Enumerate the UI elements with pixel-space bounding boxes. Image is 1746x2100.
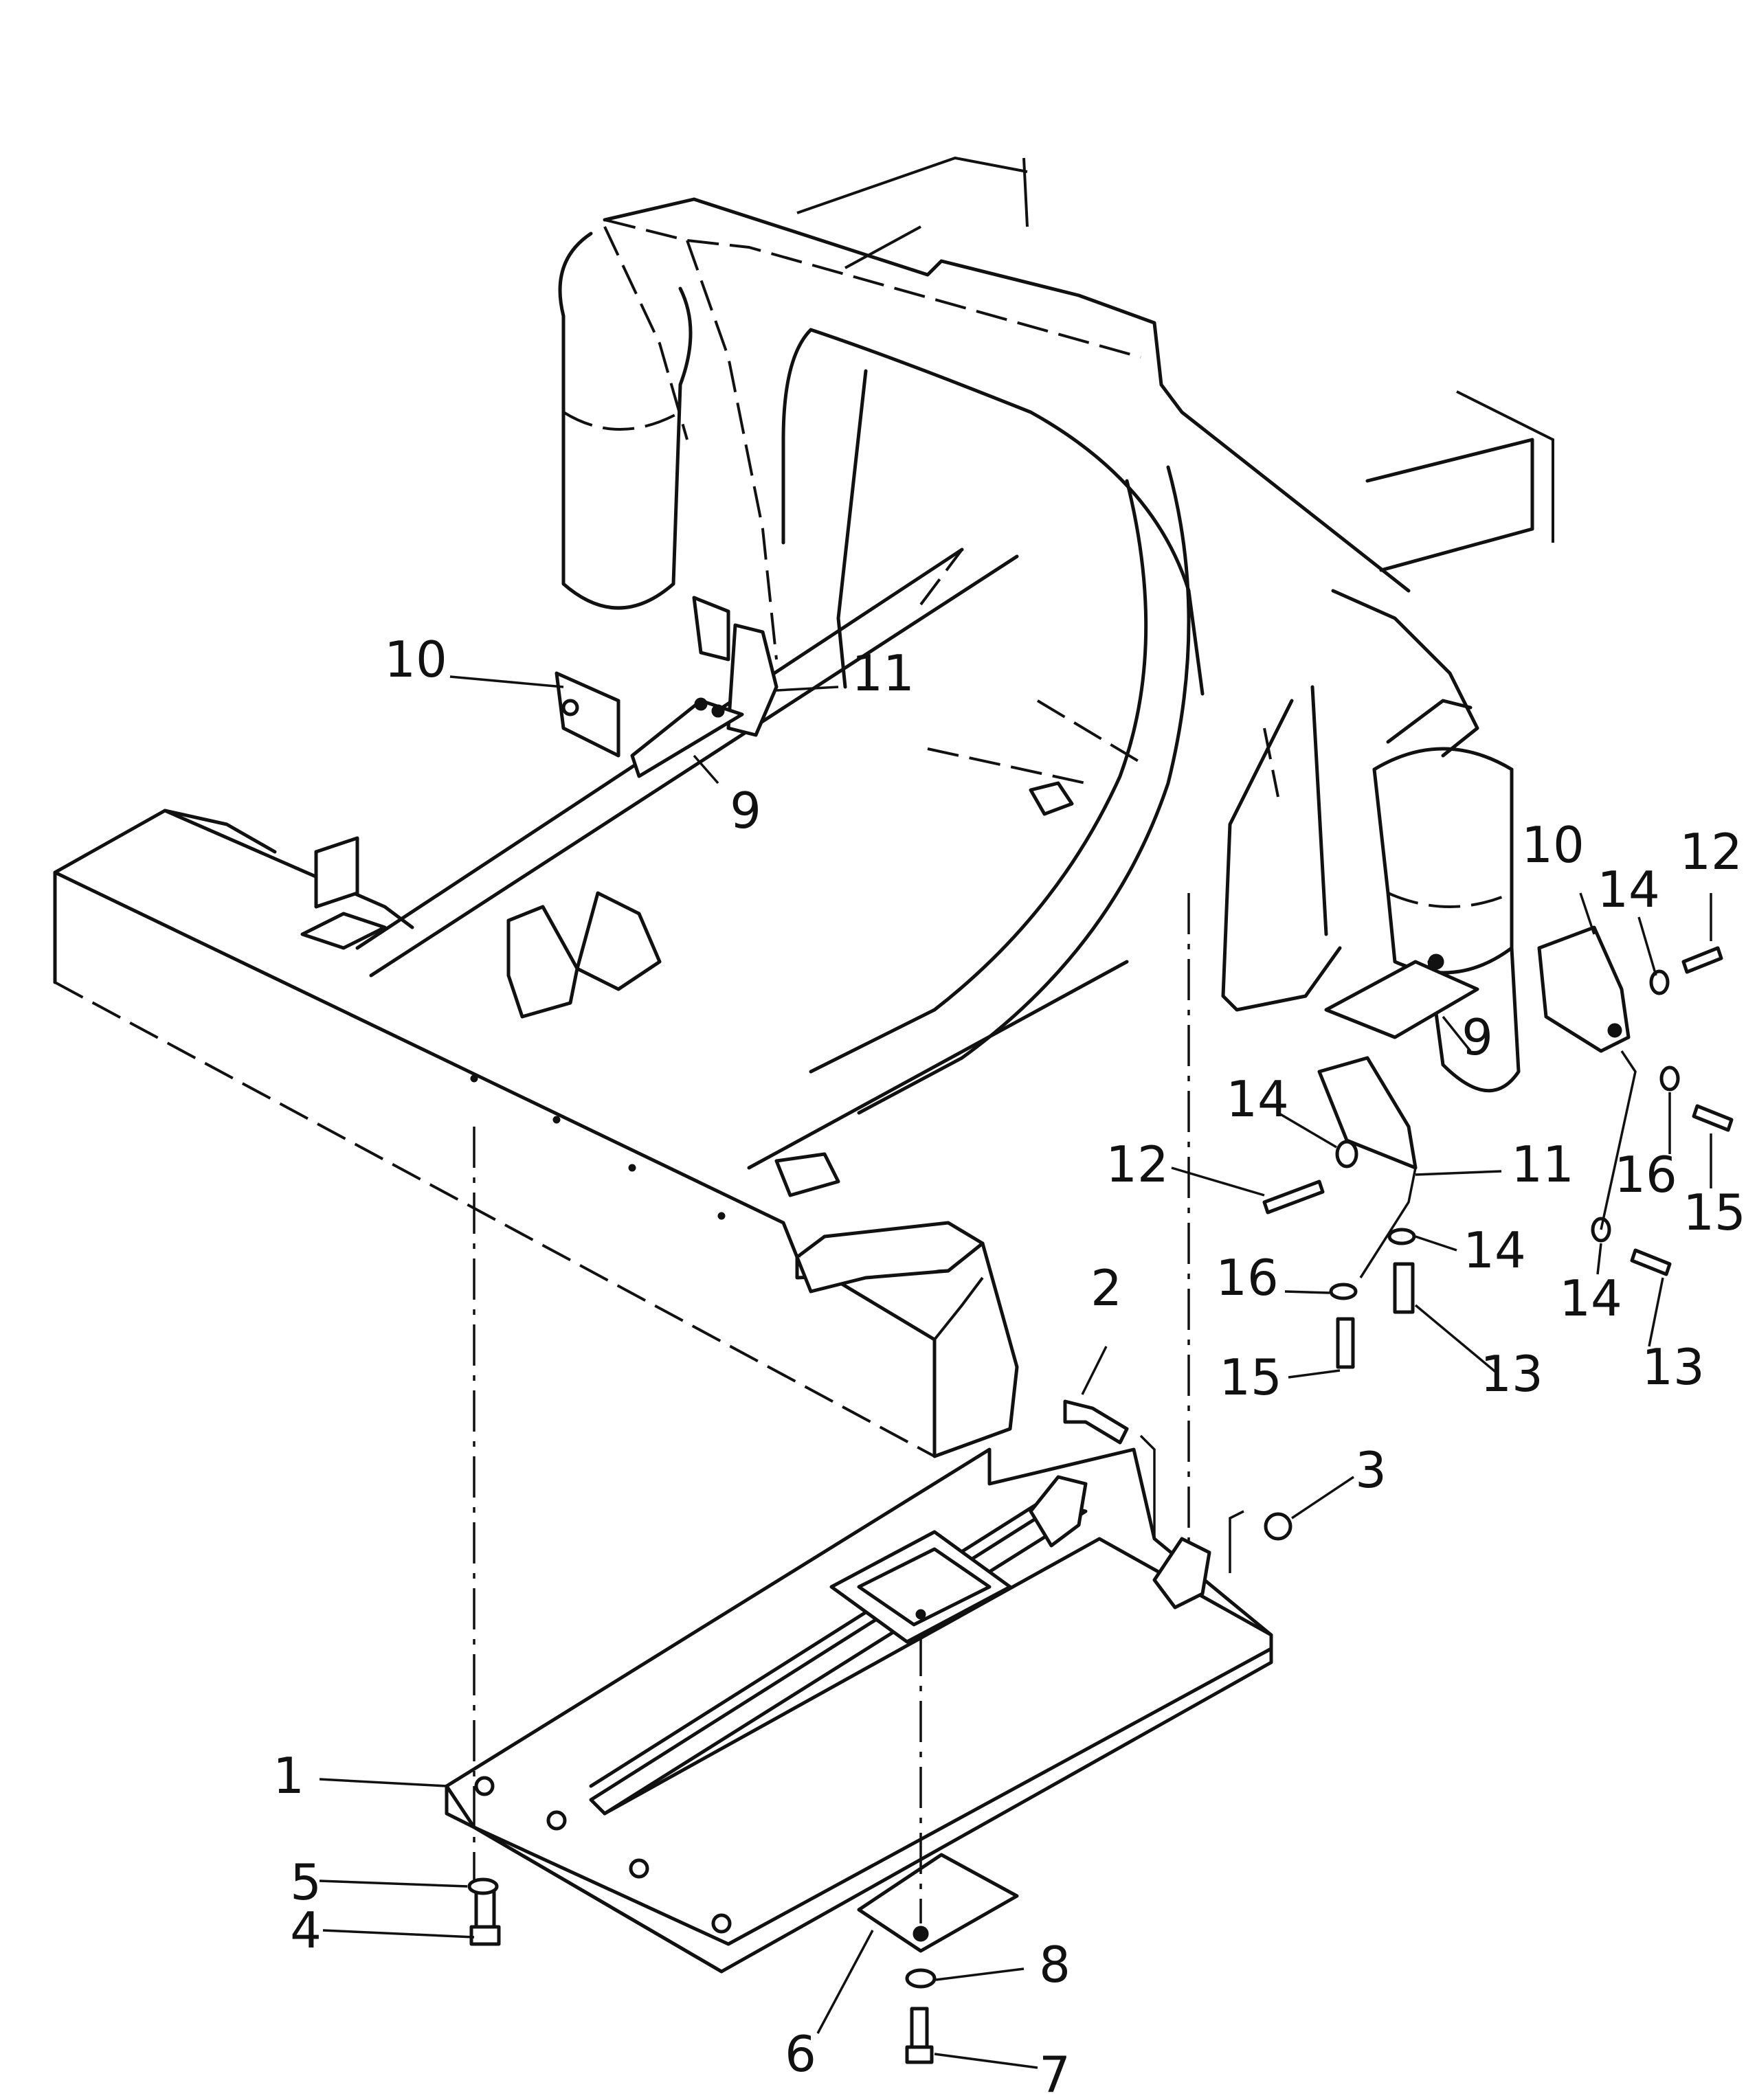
- guard-plate: [445, 1447, 1273, 1974]
- callout-8: 8: [1039, 1936, 1071, 1994]
- assembly-lines: [473, 893, 1637, 1923]
- callout-16-left: 16: [1216, 1249, 1279, 1307]
- callout-3: 3: [1355, 1441, 1387, 1499]
- callout-5: 5: [290, 1853, 322, 1911]
- callout-9-right: 9: [1462, 1008, 1493, 1066]
- callout-15-left: 15: [1219, 1348, 1282, 1406]
- callout-11-right: 11: [1511, 1136, 1574, 1193]
- callout-10-right: 10: [1521, 816, 1585, 874]
- callout-9-left: 9: [730, 782, 761, 839]
- callout-1: 1: [273, 1747, 304, 1805]
- right-bracket-group: [1317, 925, 1631, 1170]
- callout-12-right: 12: [1679, 823, 1743, 881]
- fasteners: [467, 946, 1734, 2064]
- callout-4: 4: [290, 1901, 322, 1959]
- cover-plate: [857, 1853, 1019, 1953]
- callout-2: 2: [1090, 1259, 1122, 1317]
- callout-7: 7: [1039, 2046, 1071, 2100]
- callout-13-left: 13: [1480, 1345, 1543, 1403]
- callout-14-bottom: 14: [1559, 1269, 1622, 1327]
- main-frame: [53, 156, 1554, 1458]
- callout-15-right: 15: [1683, 1184, 1746, 1241]
- callout-16-right: 16: [1614, 1146, 1677, 1204]
- callout-14-top-right: 14: [1597, 861, 1660, 918]
- callout-14-middle: 14: [1463, 1221, 1526, 1279]
- callout-12-left: 12: [1106, 1136, 1169, 1193]
- callout-labels: 1 2 3 4 5 6 7 8 9 9 10 10 11 11 12 12 13…: [273, 631, 1746, 2100]
- callout-14-top-left: 14: [1226, 1070, 1289, 1128]
- callout-13-right: 13: [1642, 1338, 1705, 1396]
- callout-10-left: 10: [384, 631, 447, 688]
- leader-lines: [319, 675, 1712, 2069]
- callout-11-left: 11: [851, 644, 915, 702]
- callout-6: 6: [785, 2025, 816, 2083]
- left-bracket-group: [555, 596, 779, 778]
